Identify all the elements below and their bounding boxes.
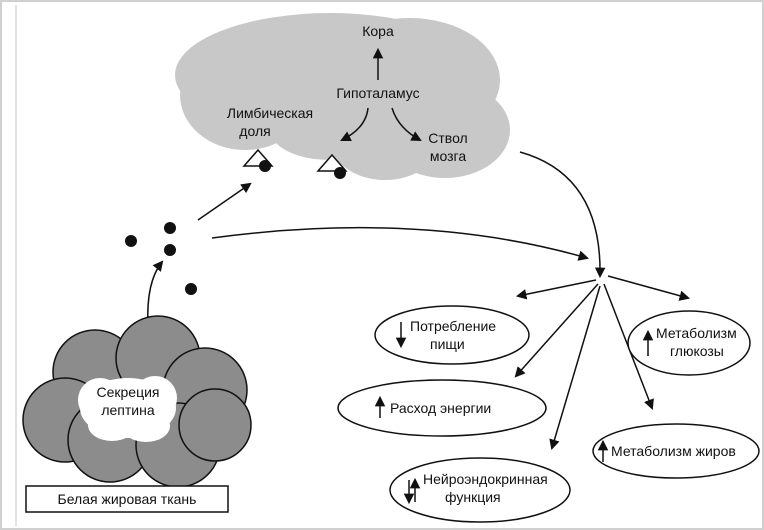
receptor-limbic [242,148,274,172]
arrow-leptin-to-brain [197,182,252,221]
effect-neuroendocrine: Нейроэндокринная функция [389,457,571,523]
hypothalamus-label: Гипоталамус [336,85,419,101]
effect-fat-metabolism: Метаболизм жиров [592,423,760,479]
food-intake-label-2: пищи [430,336,465,352]
limbic-lobe-label-2: доля [239,123,270,139]
neuroendocrine-label-1: Нейроэндокринная [423,471,548,487]
receptor-hypothalamus [316,153,348,179]
brainstem-label-2: мозга [430,148,466,164]
brain-cloud [175,13,510,180]
arrow-brain-to-effects [519,151,606,279]
glucose-label-1: Метаболизм [656,325,737,341]
food-intake-label-1: Потребление [410,318,496,334]
fat-metabolism-label: Метаболизм жиров [611,443,736,459]
secretion-label-1: Секреция [96,384,159,400]
secretion-cloud [78,376,177,442]
effect-arrows [514,275,691,451]
arrow-to-brainstem [391,107,422,142]
effect-food-intake: Потребление пищи [374,305,530,365]
brainstem-label-1: Ствол [428,130,467,146]
adipose-label-box [25,485,229,513]
arrow-leptin-to-effects [211,226,590,261]
neuroendocrine-label-2: функция [445,489,501,505]
leptin-molecules [125,222,197,295]
adipose-tissue-label: Белая жировая ткань [58,491,197,507]
energy-expenditure-label: Расход энергии [390,400,491,416]
effect-energy-expenditure: Расход энергии [337,379,547,437]
glucose-label-2: глюкозы [670,343,724,359]
arrow-to-limbic [340,107,369,141]
secretion-label-2: лептина [101,402,155,418]
cortex-label: Кора [362,23,394,39]
limbic-lobe-label-1: Лимбическая [227,105,313,121]
effect-glucose-metabolism: Метаболизм глюкозы [627,310,751,376]
